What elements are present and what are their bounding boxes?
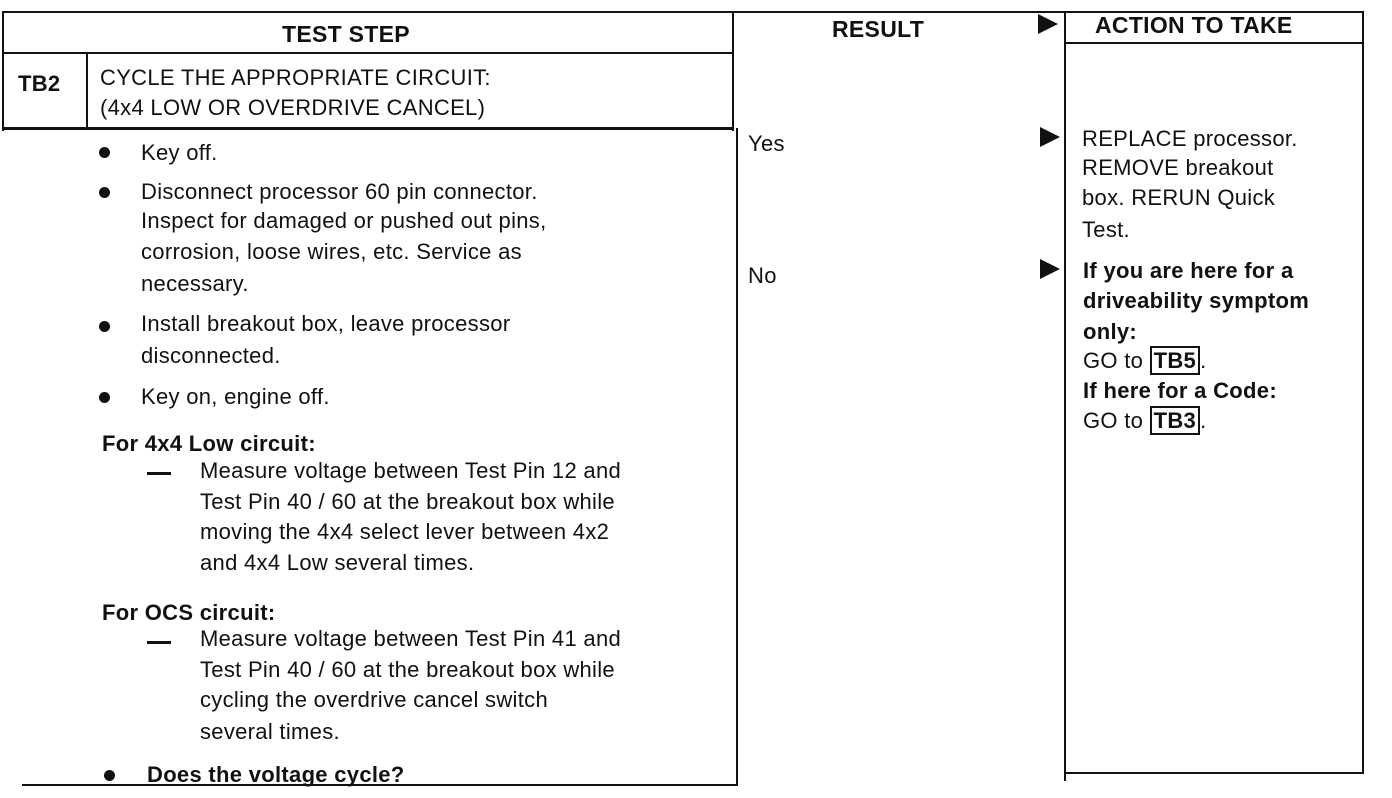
bullet-icon [104,770,115,781]
action-yes-line: REMOVE breakout [1082,155,1274,180]
bullet2-line: Disconnect processor 60 pin connector. [141,179,538,204]
step-title-line1: CYCLE THE APPROPRIATE CIRCUIT: [100,65,491,90]
section1-line: moving the 4x4 select lever between 4x2 [200,519,610,544]
header-test-step: TEST STEP [282,21,410,47]
header-bottom-rule [2,52,732,54]
bullet2-line: necessary. [141,271,249,296]
header-arrow-icon [1038,14,1058,34]
table-top-border [2,11,1362,13]
action-header-bottom-rule [1064,42,1364,44]
goto-suffix: . [1200,348,1207,373]
section2-line: Test Pin 40 / 60 at the breakout box whi… [200,657,615,682]
action-yes-line: Test. [1082,217,1130,242]
result-yes-arrow-icon [1040,127,1060,147]
action-no-bold-line: If you are here for a [1083,258,1294,283]
result-no-arrow-icon [1040,259,1060,279]
bullet-icon [99,187,110,198]
action-yes-line: REPLACE processor. [1082,126,1298,151]
bullet-icon [99,321,110,332]
step-id: TB2 [18,71,61,96]
section2-line: several times. [200,719,340,744]
table-bottom-rule [1066,772,1364,774]
goto-tb5: GO to TB5. [1083,345,1207,376]
column-divider-1-lower [736,128,738,786]
step-title-bottom-rule [2,127,734,130]
step-id-divider [86,54,88,129]
dash-icon [147,472,171,475]
action-code-line: If here for a Code: [1083,378,1277,403]
header-action: ACTION TO TAKE [1095,12,1293,38]
section1-line: Test Pin 40 / 60 at the breakout box whi… [200,489,615,514]
section1-line: Measure voltage between Test Pin 12 and [200,458,622,483]
bullet4-text: Key on, engine off. [141,384,330,409]
section1-line: and 4x4 Low several times. [200,550,475,575]
bullet1-text: Key off. [141,140,218,165]
result-no: No [748,263,777,288]
column-divider-2 [1064,11,1066,781]
section1-heading: For 4x4 Low circuit: [102,431,316,456]
action-yes-line: box. RERUN Quick [1082,185,1276,210]
bullet3-line: Install breakout box, leave processor [141,311,511,336]
ref-tb3-link[interactable]: TB3 [1149,406,1201,435]
table-left-border [2,11,4,131]
goto-suffix: . [1200,408,1207,433]
step-title-line2: (4x4 LOW OR OVERDRIVE CANCEL) [100,95,486,120]
bullet-icon [99,392,110,403]
result-yes: Yes [748,131,785,156]
section2-line: cycling the overdrive cancel switch [200,687,548,712]
ref-tb5-link[interactable]: TB5 [1149,346,1201,375]
question-text: Does the voltage cycle? [147,762,405,787]
action-no-bold-line: driveability symptom [1083,288,1310,313]
goto-tb3: GO to TB3. [1083,405,1207,436]
action-no-bold-line: only: [1083,319,1138,344]
table-right-border [1362,11,1364,773]
bullet2-line: corrosion, loose wires, etc. Service as [141,239,522,264]
section2-heading: For OCS circuit: [102,600,276,625]
bullet-icon [99,147,110,158]
goto-prefix: GO to [1083,348,1144,373]
bullet3-line: disconnected. [141,343,281,368]
dash-icon [147,641,171,644]
header-result: RESULT [832,16,925,42]
table-bottom-rule-left [22,784,738,786]
bullet2-line: Inspect for damaged or pushed out pins, [141,208,547,233]
column-divider-1 [732,11,734,131]
section2-line: Measure voltage between Test Pin 41 and [200,626,622,651]
goto-prefix: GO to [1083,408,1144,433]
